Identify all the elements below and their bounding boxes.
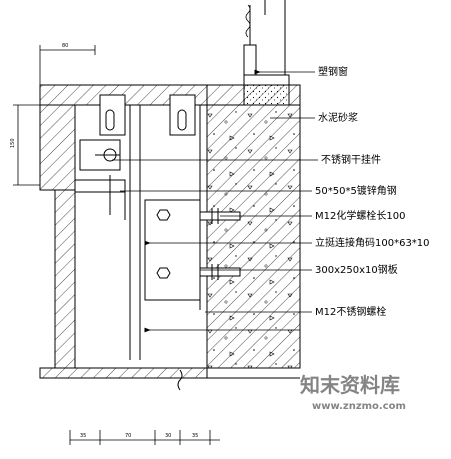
callout-steel-window: 塑钢窗 xyxy=(254,65,348,78)
callout-steel-plate: 300x250x10钢板 xyxy=(200,263,398,276)
dimension-bottom-1: 70 xyxy=(125,433,131,439)
steel-window-frame xyxy=(243,0,290,106)
stainless-hanger-right xyxy=(169,94,196,136)
dimension-left: 150 xyxy=(10,104,40,186)
hanger-clip xyxy=(79,139,121,171)
dimension-left-label: 150 xyxy=(10,138,16,148)
callout-vertical-angle-text: 立挺连接角码100*63*10 xyxy=(315,236,430,249)
callout-chem-bolt: M12化学螺栓长100 xyxy=(220,209,405,222)
chem-bolt-lower xyxy=(199,264,241,280)
dimension-bottom-0: 35 xyxy=(80,433,86,439)
callout-galv-angle-text: 50*50*5镀锌角钢 xyxy=(315,184,397,197)
callout-stainless-hanger: 不锈钢干挂件 xyxy=(112,153,381,166)
dimension-bottom: 35 70 30 35 xyxy=(69,430,220,445)
steel-plate xyxy=(144,199,201,301)
callout-stainless-hanger-text: 不锈钢干挂件 xyxy=(321,153,381,166)
callout-stainless-bolt-text: M12不锈钢螺栓 xyxy=(315,305,386,318)
callout-cement-mortar: 水泥砂浆 xyxy=(270,111,358,124)
concrete-wall xyxy=(206,104,301,369)
watermark-url: www.znzmo.com xyxy=(312,401,406,412)
break-lines xyxy=(160,369,300,391)
dimension-bottom-2: 30 xyxy=(165,433,171,439)
dimension-top: 80 xyxy=(39,43,96,85)
stainless-hanger-left xyxy=(99,94,126,136)
callout-stainless-bolt: M12不锈钢螺栓 xyxy=(144,305,386,333)
callout-steel-window-text: 塑钢窗 xyxy=(318,65,348,78)
callout-vertical-angle: 立挺连接角码100*63*10 xyxy=(144,236,430,249)
galvanized-angle xyxy=(74,175,126,220)
stone-cladding xyxy=(39,104,208,379)
callout-chem-bolt-text: M12化学螺栓长100 xyxy=(315,209,405,222)
watermark: 知末资料库 www.znzmo.com xyxy=(300,373,406,412)
callout-galv-angle: 50*50*5镀锌角钢 xyxy=(120,184,397,197)
callout-steel-plate-text: 300x250x10钢板 xyxy=(315,263,398,276)
dimension-bottom-3: 35 xyxy=(192,433,198,439)
callout-cement-mortar-text: 水泥砂浆 xyxy=(318,111,358,124)
watermark-brand: 知末资料库 xyxy=(300,373,400,397)
dimension-top-label: 80 xyxy=(62,43,68,49)
